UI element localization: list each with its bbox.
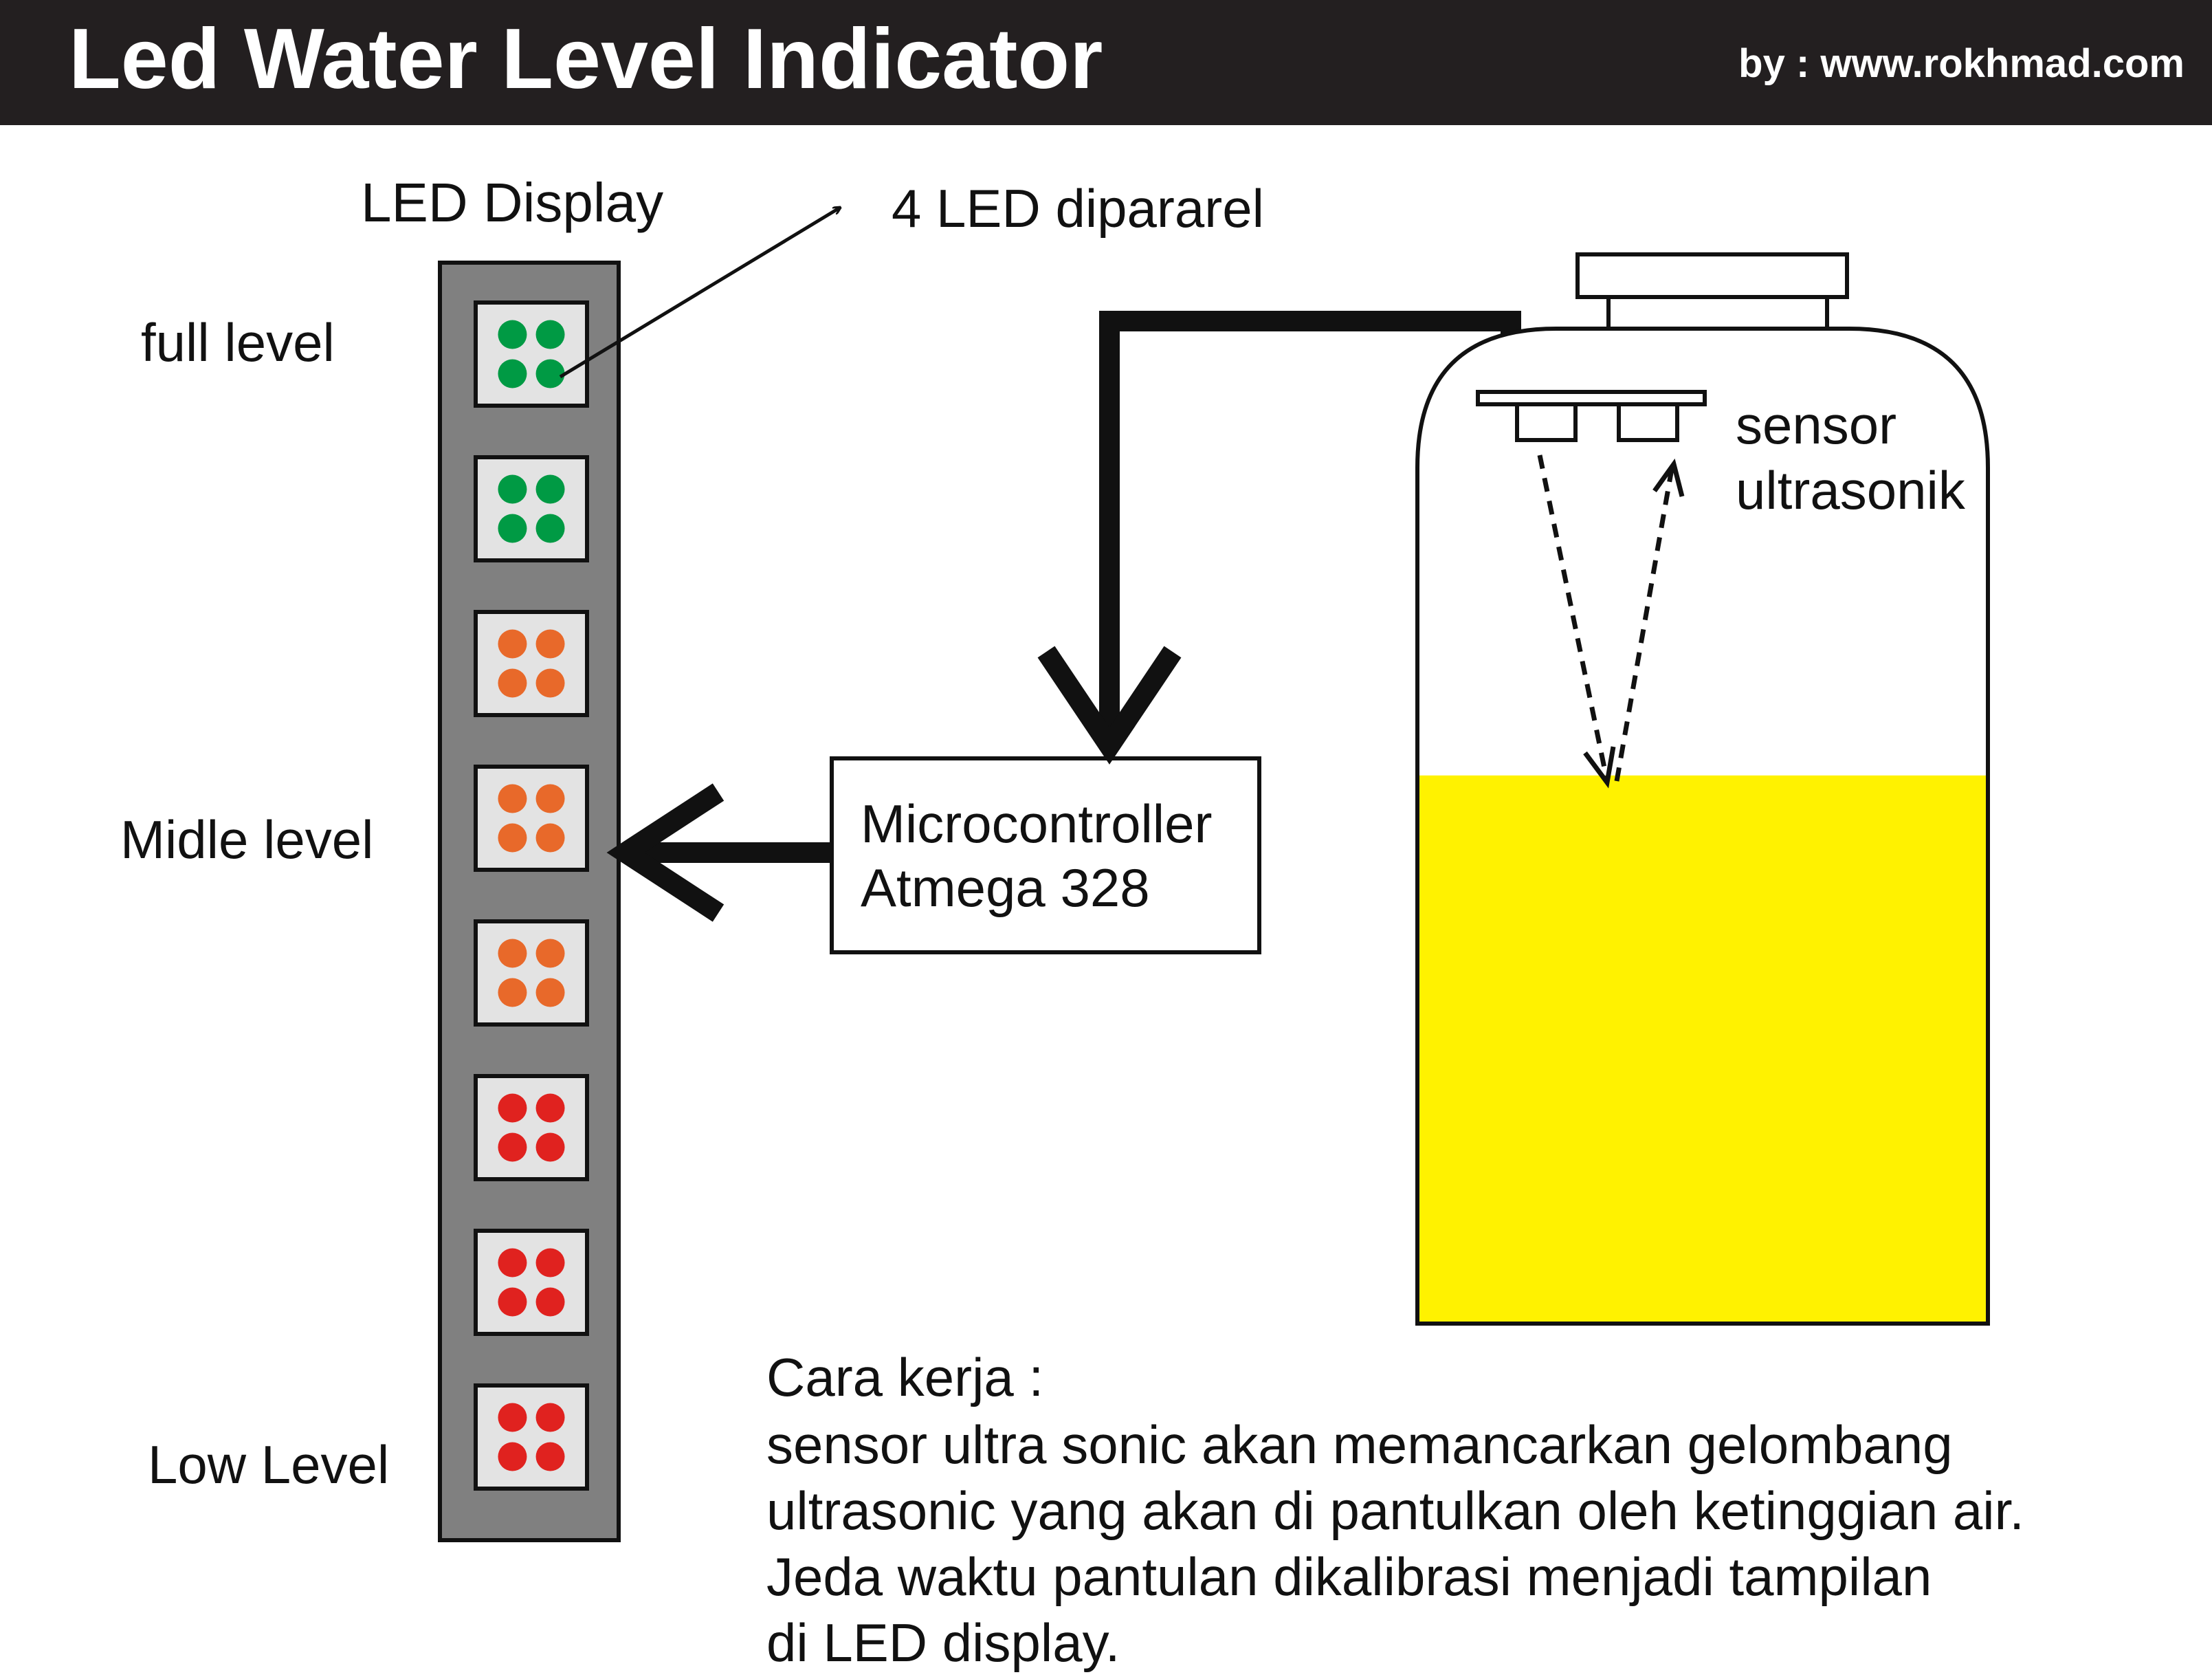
led-module (474, 300, 589, 408)
header-bar (0, 0, 2212, 125)
led-dot (498, 1403, 527, 1432)
microcontroller-line1: Microcontroller (861, 793, 1212, 854)
led-dot (498, 1248, 527, 1278)
led-dot (498, 514, 527, 543)
ultrasonic-emitted-wave-head (1583, 746, 1616, 789)
description-heading: Cara kerja : (766, 1347, 1043, 1407)
led-dot (535, 668, 565, 698)
led-dot (498, 823, 527, 853)
mcu-to-display-arrow-head (606, 783, 725, 922)
led-dot (498, 978, 527, 1007)
led-modules (474, 300, 589, 1491)
led-dot (498, 1132, 527, 1162)
led-dot (535, 474, 565, 504)
ultrasonic-reflected-wave (1614, 468, 1674, 782)
led-dot (498, 1287, 527, 1317)
led-dot (498, 629, 527, 659)
sensor-wire-arrow-head (1037, 646, 1182, 765)
low-level-label: Low Level (148, 1434, 389, 1495)
description-line: ultrasonic yang akan di pantulkan oleh k… (766, 1480, 2024, 1541)
water-fill (1419, 775, 1986, 1322)
led-dot (535, 359, 565, 388)
description-lines: sensor ultra sonic akan memancarkan gelo… (766, 1414, 2024, 1673)
led-dot (498, 1093, 527, 1123)
callout-label: 4 LED dipararel (892, 178, 1264, 239)
led-dot (535, 939, 565, 968)
led-dot (498, 784, 527, 813)
led-module (474, 1229, 589, 1336)
tank-cap-top (1575, 252, 1849, 299)
led-dot (535, 978, 565, 1007)
led-module (474, 1383, 589, 1491)
led-module (474, 919, 589, 1027)
led-dot (535, 1403, 565, 1432)
byline: by : www.rokhmad.com (1738, 41, 2185, 86)
led-dot (535, 320, 565, 349)
sensor-label-line2: ultrasonik (1736, 460, 1966, 520)
ultrasonic-reflected-wave-head (1652, 458, 1685, 497)
led-dot (498, 474, 527, 504)
led-dot (535, 784, 565, 813)
sensor-label-line1: sensor (1736, 395, 1896, 455)
led-dot (535, 514, 565, 543)
led-dot (535, 823, 565, 853)
description-line: di LED display. (766, 1612, 1120, 1673)
led-dot (498, 668, 527, 698)
tank-cap-neck (1606, 295, 1829, 331)
led-dot (535, 1442, 565, 1471)
led-dot (535, 629, 565, 659)
led-dot (535, 1248, 565, 1278)
led-display-panel (438, 261, 621, 1542)
led-module (474, 1074, 589, 1181)
sensor-transmitter (1515, 402, 1578, 442)
ultrasonic-emitted-wave (1537, 454, 1610, 782)
page-title: Led Water Level Indicator (69, 12, 1103, 107)
sensor-receiver (1617, 402, 1679, 442)
led-dot (535, 1093, 565, 1123)
description-line: sensor ultra sonic akan memancarkan gelo… (766, 1414, 1953, 1475)
led-dot (498, 359, 527, 388)
led-dot (498, 939, 527, 968)
microcontroller-line2: Atmega 328 (861, 857, 1150, 918)
led-module (474, 765, 589, 872)
led-dot (535, 1287, 565, 1317)
led-module (474, 455, 589, 562)
led-display-title: LED Display (361, 172, 663, 233)
description-line: Jeda waktu pantulan dikalibrasi menjadi … (766, 1546, 1932, 1607)
led-module (474, 610, 589, 717)
led-dot (498, 320, 527, 349)
middle-level-label: Midle level (120, 809, 373, 870)
callout-arrow (559, 208, 840, 379)
sensor-board (1476, 390, 1707, 406)
led-dot (535, 1132, 565, 1162)
microcontroller-box (830, 756, 1261, 954)
full-level-label: full level (141, 312, 335, 373)
led-dot (498, 1442, 527, 1471)
